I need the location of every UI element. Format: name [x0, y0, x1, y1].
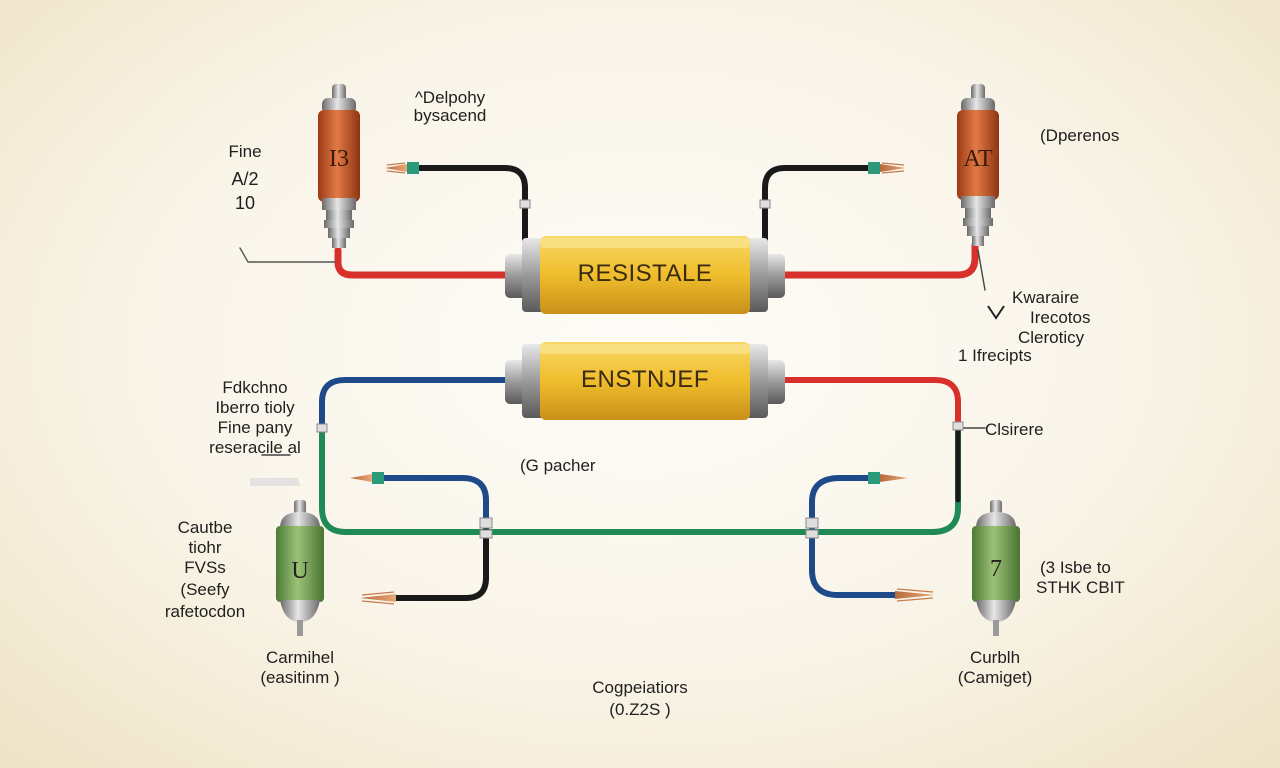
- label-bottom-center-line-1: Cogpeiatiors: [592, 678, 688, 697]
- label-top-right: (Dperenos: [1040, 126, 1120, 145]
- resistor-top-label: RESISTALE: [577, 260, 713, 287]
- leader-line-right: [977, 249, 986, 291]
- label-bottom-left-line-2: (easitinm ): [260, 668, 340, 687]
- label-bottom-center-line-2: (0.Z2S ): [609, 700, 671, 719]
- capacitor-top-left-label: I3: [329, 146, 349, 172]
- grey-tab: [250, 478, 300, 486]
- wire-black-lower-left: [392, 527, 489, 601]
- wire-red-top-left: [334, 246, 514, 279]
- label-right-lower: Clsirere: [985, 420, 1044, 439]
- wire-blue-lower-left: [377, 475, 489, 533]
- label-left-lower-line-5: rafetocdon: [164, 602, 246, 621]
- label-left-lower-line-1: Cautbe: [177, 518, 233, 537]
- arrow-down-icon: [987, 305, 1005, 320]
- capacitor-bottom-right-label: 7: [990, 556, 1002, 582]
- label-right-mid-small: 1 Ifrecipts: [958, 346, 1032, 365]
- wire-red-mid-right: [777, 377, 961, 431]
- label-top-left-line-1: Fine: [228, 142, 262, 161]
- label-left-lower-line-2: tiohr: [188, 538, 222, 557]
- wire-clamps: [316, 199, 964, 539]
- resistor-top: [505, 236, 785, 314]
- label-top-left-line-2: A/2: [231, 169, 259, 189]
- label-right-mid-line-3: Cleroticy: [1018, 328, 1085, 347]
- capacitor-top-right: [957, 84, 999, 246]
- capacitor-bottom-right: [972, 500, 1020, 636]
- wire-blue-lower-right: [809, 475, 903, 598]
- wire-black-top-left: [417, 165, 528, 243]
- label-left-mid-line-2: Iberro tioly: [215, 398, 295, 417]
- label-left-lower-line-3: FVSs: [184, 558, 226, 577]
- label-left-mid-line-4: reseracile al: [209, 438, 301, 457]
- resistor-bottom-label: ENSTNJEF: [580, 366, 709, 393]
- label-top-left-line-3: 10: [234, 193, 256, 213]
- label-right-mid-line-2: Irecotos: [1030, 308, 1091, 327]
- resistor-bottom: [505, 342, 785, 420]
- wire-blue-mid-left: [319, 377, 513, 433]
- label-center-mid: (G pacher: [520, 456, 596, 475]
- leader-line-top-left: [239, 247, 336, 263]
- label-left-mid-line-3: Fine pany: [217, 418, 293, 437]
- wire-tips: [350, 162, 935, 605]
- wire-red-top-right: [776, 241, 979, 279]
- capacitor-bottom-left-label: U: [291, 558, 309, 584]
- label-top-center-line-2: bysacend: [413, 106, 487, 125]
- label-right-lower-2-line-2: STHK CBIT: [1036, 578, 1125, 597]
- label-left-lower-line-4: (Seefy: [180, 580, 230, 599]
- label-right-mid-line-1: Kwaraire: [1012, 288, 1080, 307]
- capacitor-top-right-label: AT: [963, 146, 993, 172]
- label-bottom-right-line-2: (Camiget): [957, 668, 1033, 687]
- label-left-mid-line-1: Fdkchno: [222, 378, 288, 397]
- wire-black-top-right: [762, 165, 883, 243]
- capacitor-bottom-left: [276, 500, 324, 636]
- capacitor-top-left: [318, 84, 360, 248]
- label-top-center-line-1: ^Delpohy: [414, 88, 486, 107]
- label-bottom-left-line-1: Carmihel: [265, 648, 335, 667]
- label-bottom-right-line-1: Curblh: [969, 648, 1021, 667]
- label-right-lower-2-line-1: (3 Isbe to: [1040, 558, 1111, 577]
- wire-green-loop: [319, 427, 961, 535]
